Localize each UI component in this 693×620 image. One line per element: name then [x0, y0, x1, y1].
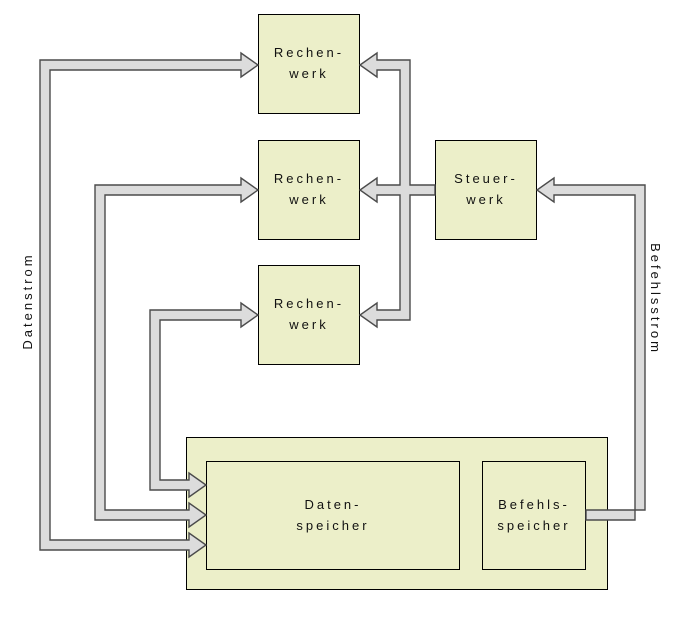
node-rechenwerk-middle-label: Rechen- werk [273, 171, 345, 207]
label-datenstrom: Datenstrom [20, 252, 35, 350]
node-rechenwerk-middle: Rechen- werk [258, 140, 360, 240]
node-rechenwerk-bottom-label: Rechen- werk [273, 296, 345, 332]
node-steuerwerk-label: Steuer- werk [454, 171, 518, 207]
node-befehlsspeicher: Befehls- speicher [482, 461, 586, 570]
node-steuerwerk: Steuer- werk [435, 140, 537, 240]
node-datenspeicher-label: Daten- speicher [296, 496, 370, 533]
edge-steuerwerk-rechenwerke [358, 51, 436, 329]
node-rechenwerk-bottom: Rechen- werk [258, 265, 360, 365]
node-rechenwerk-top-label: Rechen- werk [273, 45, 345, 81]
node-datenspeicher: Daten- speicher [206, 461, 460, 570]
node-rechenwerk-top: Rechen- werk [258, 14, 360, 114]
node-befehlsspeicher-label: Befehls- speicher [497, 496, 571, 533]
label-befehlsstrom: Befehlsstrom [648, 243, 663, 355]
